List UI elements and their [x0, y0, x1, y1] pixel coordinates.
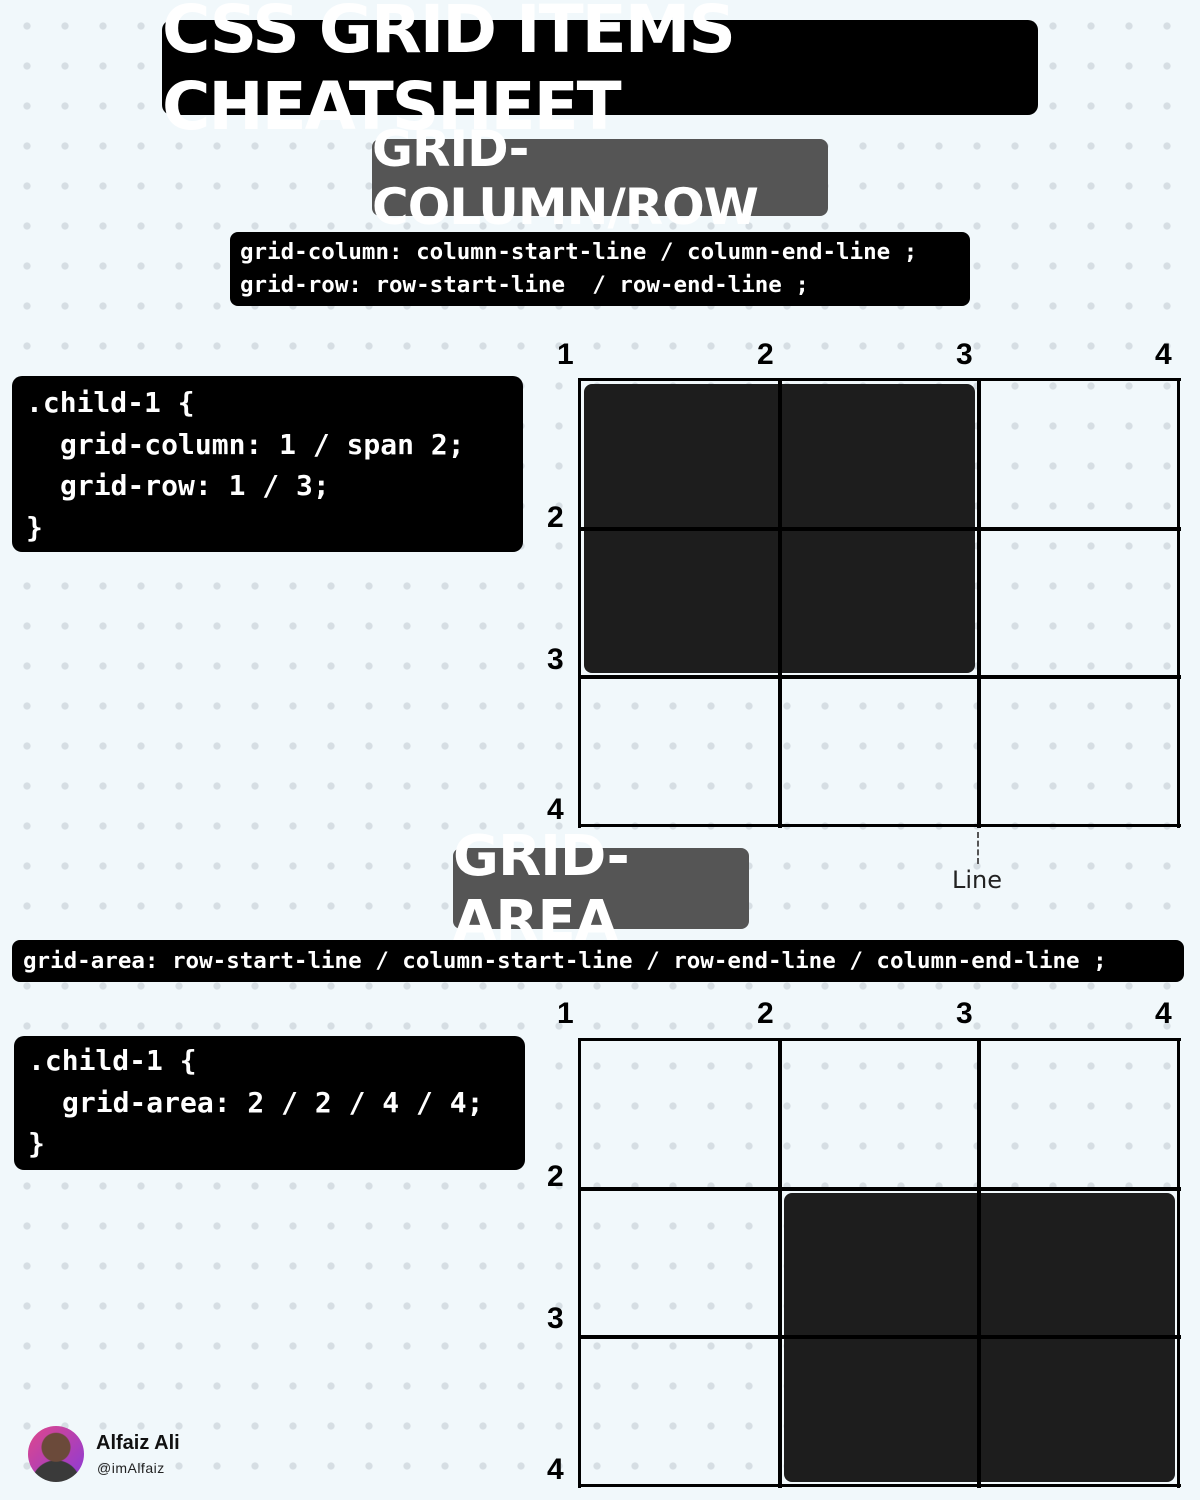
syntax-box-grid-column-row: grid-column: column-start-line / column-…	[230, 232, 970, 306]
grid-column-line	[1177, 1038, 1180, 1488]
syntax-line-grid-row: grid-row: row-start-line / row-end-line …	[240, 272, 809, 298]
code-close-brace: }	[28, 1127, 45, 1160]
code-line-grid-column: grid-column: 1 / span 2;	[60, 427, 465, 461]
grid-column-line	[777, 378, 782, 828]
row-line-number: 4	[547, 1453, 564, 1486]
column-line-number: 2	[757, 338, 774, 371]
column-line-number: 1	[557, 338, 574, 371]
grid-column-line	[1177, 378, 1180, 828]
syntax-box-grid-area: grid-area: row-start-line / column-start…	[12, 940, 1184, 982]
section-heading-grid-area: GRID-AREA	[453, 824, 749, 954]
code-close-brace: }	[26, 510, 43, 544]
code-line-grid-row: grid-row: 1 / 3;	[60, 469, 330, 502]
grid-row-line	[578, 1038, 1181, 1041]
column-line-number: 4	[1155, 997, 1172, 1030]
line-pointer	[977, 832, 979, 864]
grid-column-line	[977, 1038, 982, 1488]
grid-row-line	[578, 824, 1181, 827]
row-line-number: 4	[547, 793, 564, 826]
section-heading-grid-column-row: GRID-COLUMN/ROW	[372, 120, 828, 236]
code-selector: .child-1 {	[26, 386, 195, 419]
author-name: Alfaiz Ali	[96, 1432, 180, 1454]
grid-row-line	[578, 1186, 1181, 1191]
column-line-number: 2	[757, 997, 774, 1030]
grid-row-line	[578, 675, 1181, 680]
author-handle: @imAlfaiz	[97, 1460, 165, 1476]
grid-column-line	[777, 1038, 782, 1488]
row-line-number: 2	[547, 1160, 564, 1193]
grid-row-line	[578, 378, 1181, 381]
avatar	[28, 1426, 84, 1482]
column-line-number: 1	[557, 997, 574, 1030]
column-line-number: 4	[1155, 338, 1172, 371]
grid-diagram-column-row	[578, 378, 1181, 828]
grid-row-line	[578, 1335, 1181, 1340]
grid-column-line	[977, 378, 982, 828]
code-block-grid-area: .child-1 { grid-area: 2 / 2 / 4 / 4;}	[14, 1036, 525, 1170]
code-line-grid-area: grid-area: 2 / 2 / 4 / 4;	[62, 1085, 484, 1119]
page-title: CSS GRID ITEMS CHEATSHEET	[162, 0, 1038, 145]
grid-column-line	[578, 378, 581, 828]
grid-column-line	[578, 1038, 581, 1488]
code-block-grid-column-row: .child-1 { grid-column: 1 / span 2; grid-r…	[12, 376, 523, 552]
line-label: Line	[952, 866, 1003, 894]
grid-row-line	[578, 1484, 1181, 1487]
grid-diagram-area	[578, 1038, 1181, 1488]
grid-row-line	[578, 526, 1181, 531]
row-line-number: 2	[547, 501, 564, 534]
row-line-number: 3	[547, 643, 564, 676]
column-line-number: 3	[956, 338, 973, 371]
syntax-line-grid-column: grid-column: column-start-line / column-…	[240, 239, 918, 265]
code-selector: .child-1 {	[28, 1044, 197, 1077]
row-line-number: 3	[547, 1302, 564, 1335]
column-line-number: 3	[956, 997, 973, 1030]
